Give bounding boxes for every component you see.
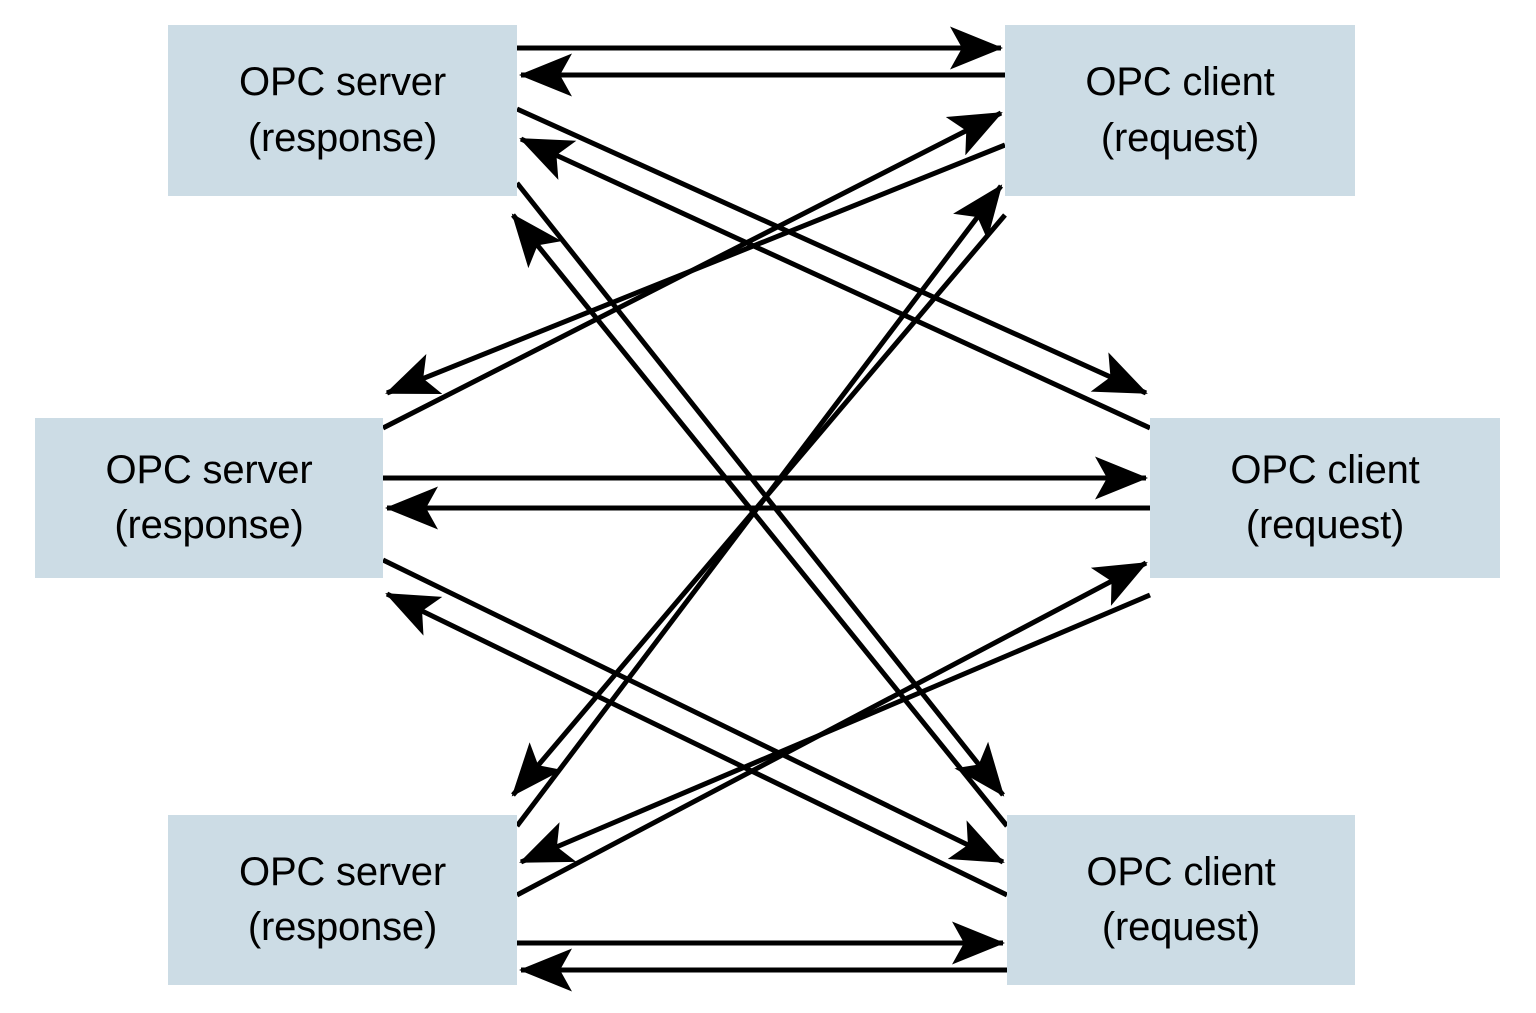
node-box-client-middle: OPC client (request) bbox=[1150, 418, 1500, 578]
node-label-secondary: (request) bbox=[1245, 503, 1405, 547]
node-label-primary: OPC server bbox=[239, 849, 446, 894]
arrow-client-top-to-server-middle bbox=[385, 142, 1006, 396]
node-label-secondary: (response) bbox=[247, 115, 438, 160]
node-label-primary: OPC client bbox=[1086, 849, 1276, 894]
node-label-primary: OPC client bbox=[1230, 447, 1420, 492]
arrow-client-top-to-server-bottom bbox=[511, 213, 1007, 797]
node-box-server-middle: OPC server (response) bbox=[35, 418, 383, 578]
node-box-server-top: OPC server (response) bbox=[168, 25, 517, 196]
arrow-client-middle-to-server-top bbox=[519, 136, 1152, 431]
node-label-secondary: (request) bbox=[1100, 115, 1260, 160]
arrow-client-middle-to-server-bottom bbox=[519, 592, 1151, 865]
arrow-server-top-to-client-middle bbox=[515, 106, 1148, 396]
arrow-client-bottom-to-server-top bbox=[511, 213, 1009, 828]
node-box-server-bottom: OPC server (response) bbox=[168, 815, 517, 985]
node-label-primary: OPC server bbox=[239, 60, 446, 105]
arrow-client-bottom-to-server-middle bbox=[385, 591, 1009, 898]
node-label-primary: OPC client bbox=[1085, 60, 1275, 105]
node-label-primary: OPC server bbox=[105, 447, 313, 492]
connection-arrows bbox=[381, 26, 1152, 992]
node-label-secondary: (request) bbox=[1101, 905, 1261, 949]
node-box-client-bottom: OPC client (request) bbox=[1007, 815, 1355, 985]
arrow-server-middle-to-client-bottom bbox=[381, 557, 1005, 865]
node-label-secondary: (response) bbox=[247, 905, 438, 949]
node-box-client-top: OPC client (request) bbox=[1005, 25, 1355, 196]
node-label-secondary: (response) bbox=[114, 503, 304, 547]
